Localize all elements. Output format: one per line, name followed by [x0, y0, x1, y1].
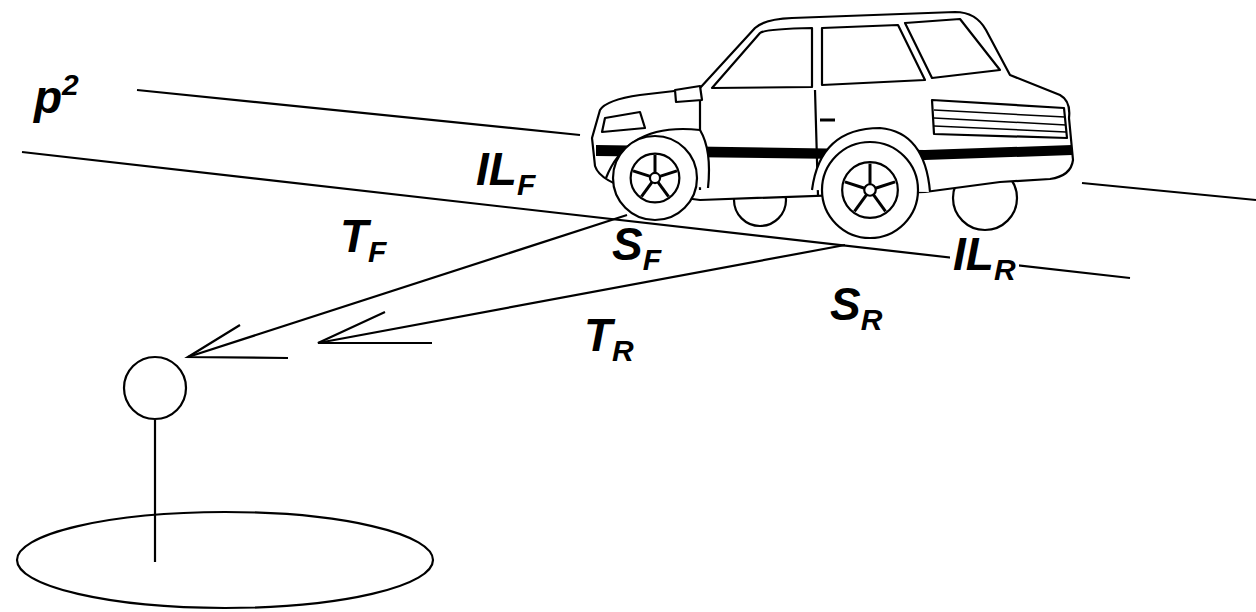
tail-light — [932, 100, 1067, 138]
rear-window — [905, 19, 1000, 78]
symbol: p — [34, 71, 62, 123]
tire — [822, 142, 918, 238]
variable-label: TF — [340, 213, 386, 259]
symbol: IL — [476, 143, 517, 195]
target-circle — [124, 357, 186, 419]
spoke — [641, 182, 652, 197]
variable-label: SR — [830, 281, 882, 327]
tail-light-lines — [934, 110, 1066, 132]
symbol: S — [612, 218, 643, 270]
road-lines — [22, 90, 1256, 278]
symbol: T — [584, 309, 612, 361]
subscript: F — [643, 243, 661, 276]
symbol: IL — [953, 228, 994, 280]
stick — [154, 420, 156, 562]
subscript: R — [861, 303, 883, 336]
superscript: 2 — [62, 68, 79, 101]
variable-label: SF — [612, 221, 661, 267]
car — [592, 12, 1073, 238]
wheel — [613, 136, 697, 220]
spoke — [854, 195, 866, 212]
subscript: F — [517, 168, 535, 201]
target-marker — [17, 357, 433, 608]
variable-label: ILR — [950, 231, 1019, 277]
spoke — [633, 171, 650, 177]
arrow-head — [318, 312, 432, 343]
base-ellipse — [17, 512, 433, 608]
arrow-shaft — [188, 215, 627, 357]
wheel — [822, 142, 918, 238]
variable-label: p2 — [34, 74, 79, 120]
tire — [613, 136, 697, 220]
head-light — [602, 112, 645, 132]
lane-line — [137, 90, 580, 135]
symbol: T — [340, 210, 368, 262]
spoke — [658, 182, 669, 197]
force-arrows — [188, 215, 845, 358]
spoke — [845, 182, 865, 188]
spoke — [654, 155, 657, 173]
mirror — [675, 86, 702, 102]
subscript: R — [612, 334, 634, 367]
door-handle — [820, 119, 835, 122]
hub — [650, 173, 660, 183]
rim — [631, 154, 680, 203]
hub — [864, 184, 876, 196]
variable-label: ILF — [476, 146, 535, 192]
rim — [842, 162, 898, 218]
arrow-shaft — [318, 245, 845, 343]
subscript: R — [994, 253, 1016, 286]
arrow-head — [188, 325, 288, 358]
spoke — [660, 171, 677, 177]
spoke — [869, 164, 872, 185]
lane-line — [1082, 183, 1256, 200]
door-line — [700, 90, 818, 196]
subscript: F — [368, 235, 386, 268]
spoke — [873, 195, 885, 212]
variable-label: TR — [584, 312, 634, 358]
car-window — [712, 28, 812, 88]
spoke — [875, 182, 895, 188]
symbol: S — [830, 278, 861, 330]
